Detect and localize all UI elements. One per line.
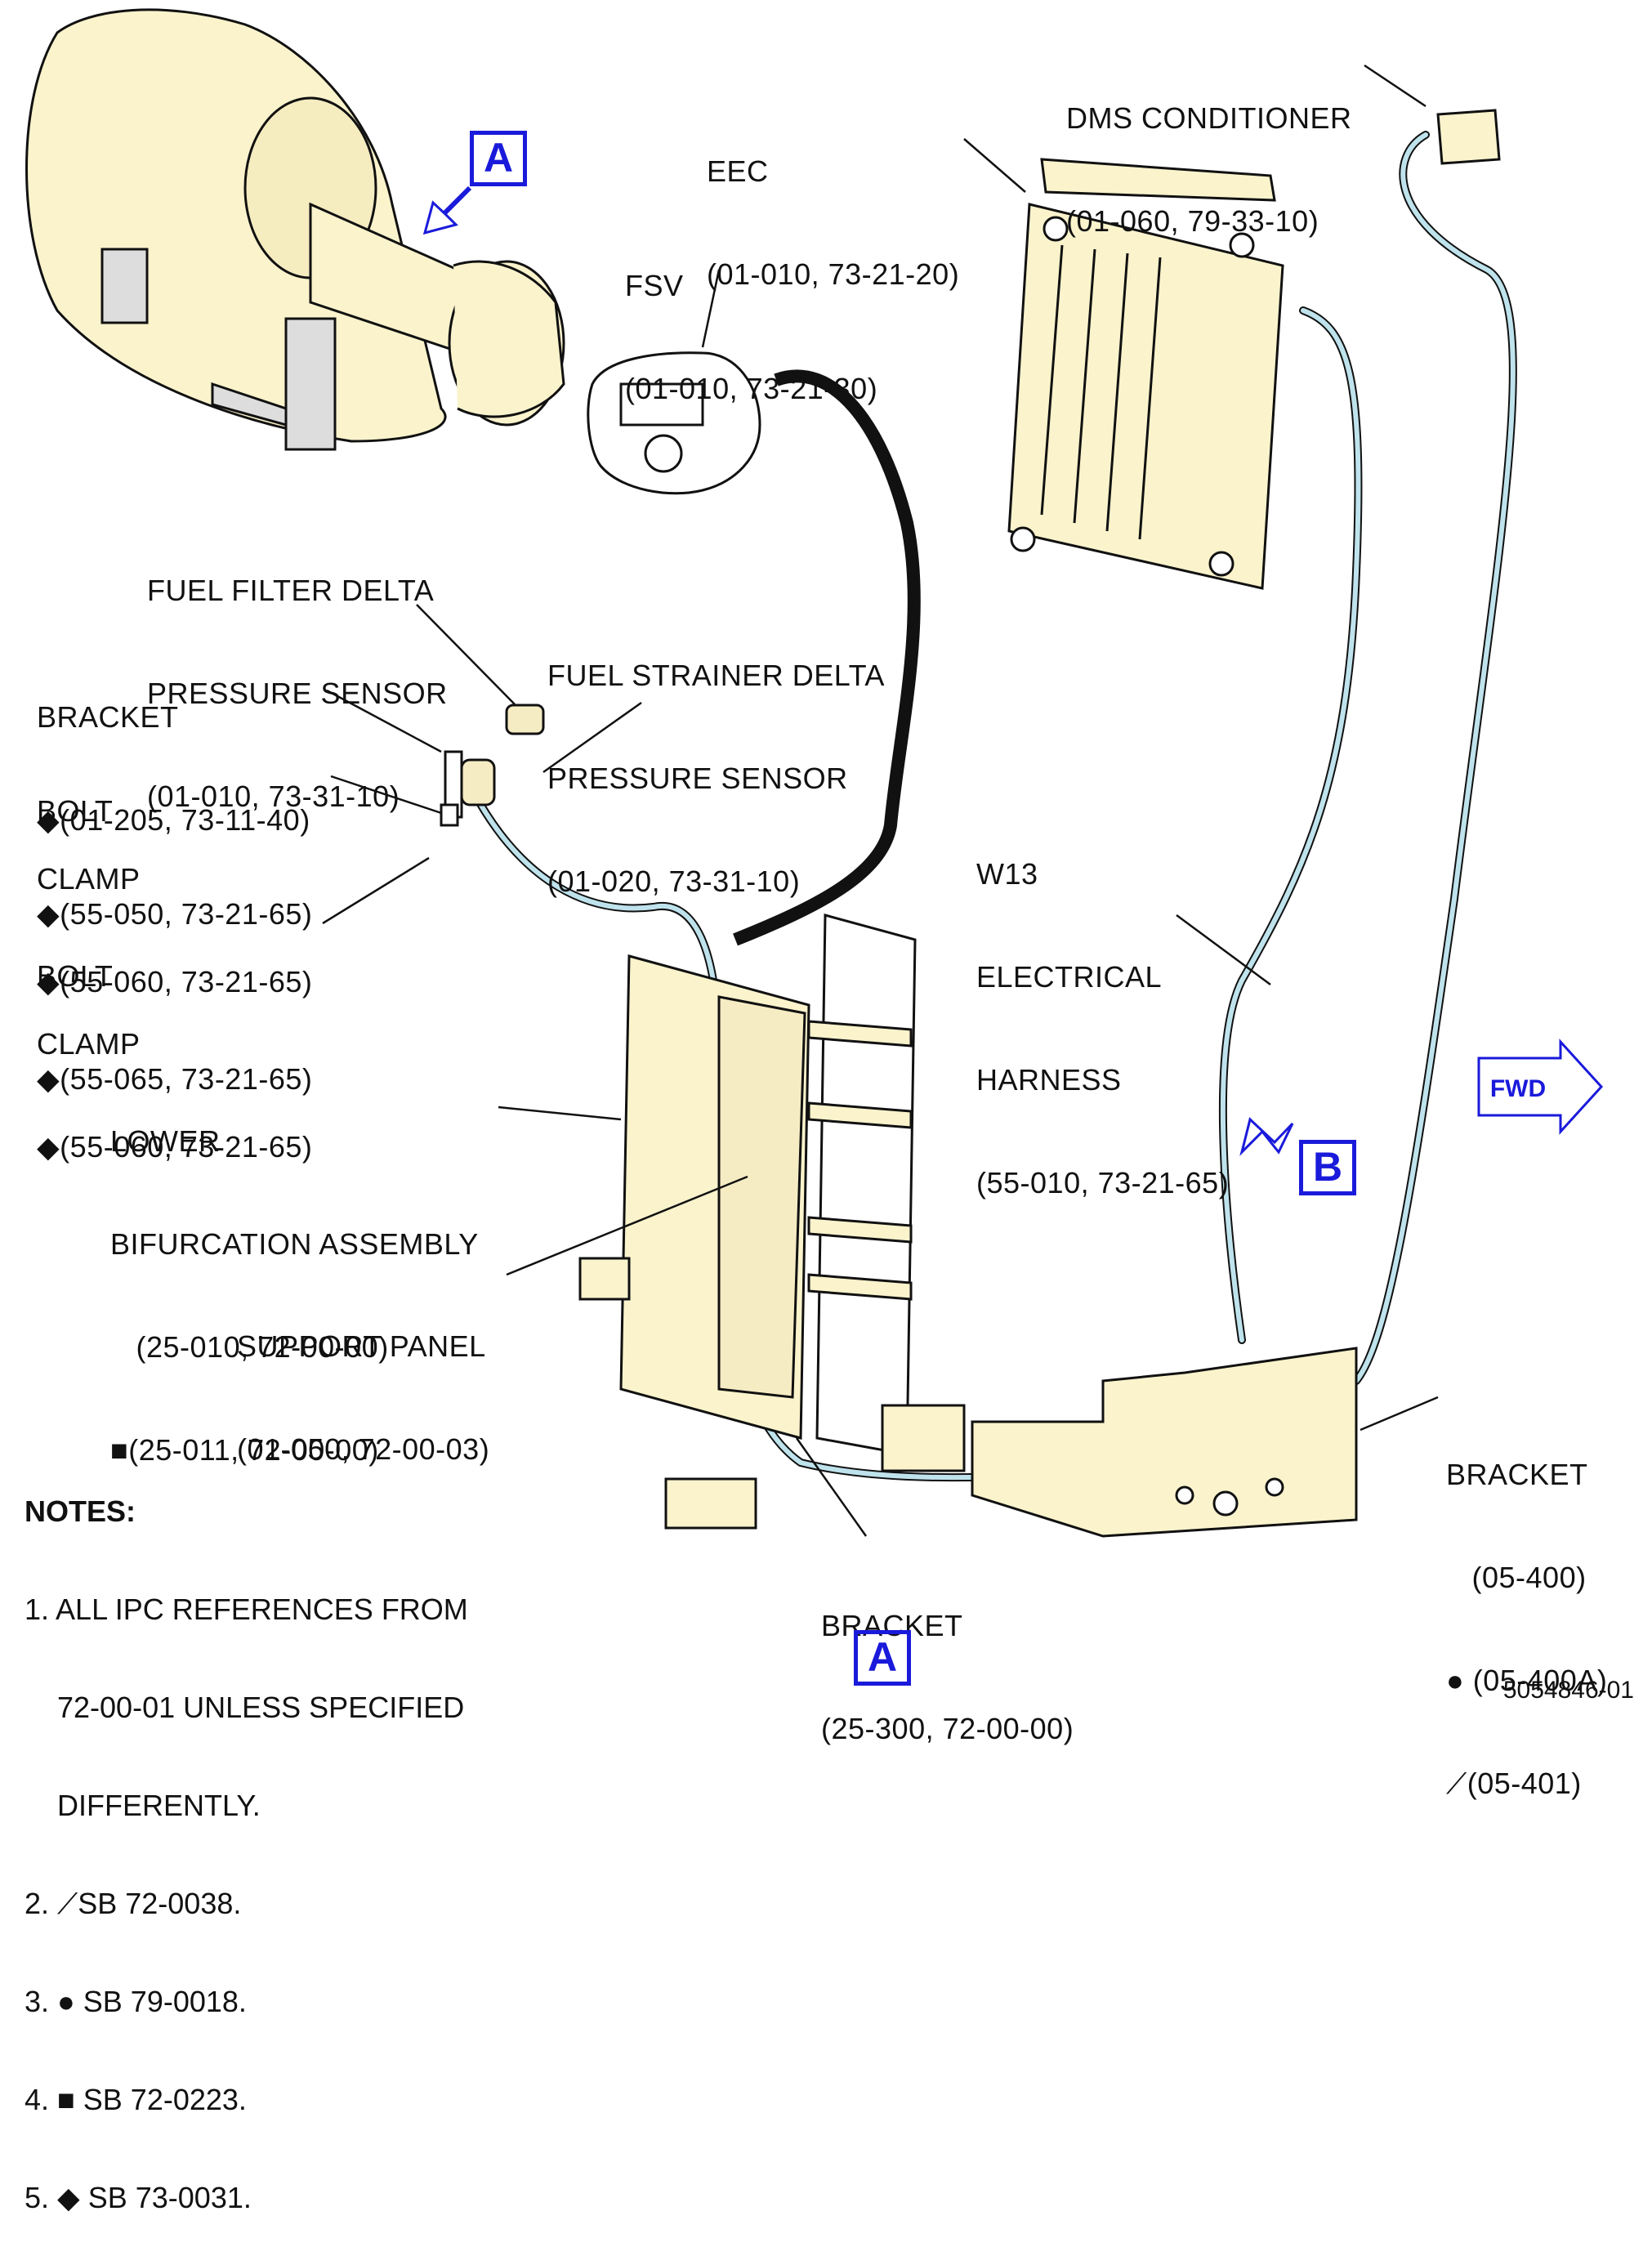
label-clamp-55-060-b: CLAMP ◆(55-060, 73-21-65): [37, 958, 312, 1199]
view-b-arrow: [1239, 1117, 1294, 1156]
dms-ref: (01-060, 79-33-10): [1066, 204, 1319, 238]
w13-line1: W13: [976, 857, 1038, 891]
diagram-canvas: FWD: [25, 8, 1604, 1538]
fuel-filter-ref: (01-010, 73-31-10): [147, 780, 400, 813]
label-fsv: FSV (01-010, 73-21-30): [625, 200, 877, 440]
label-bracket-01-205: BRACKET ◆(01-205, 73-11-40): [37, 632, 310, 872]
bracket-right-ref1: (05-400): [1446, 1561, 1587, 1594]
fuel-strainer-line2: PRESSURE SENSOR: [547, 762, 848, 795]
bracket-right-ref3: ⟋(05-401): [1446, 1767, 1582, 1800]
fuel-strainer-line1: FUEL STRAINER DELTA: [547, 659, 885, 692]
support-panel-title: SUPPORT PANEL: [237, 1329, 486, 1363]
bracket1-ref: ◆(01-205, 73-11-40): [37, 803, 310, 837]
view-b-box: B: [1299, 1140, 1356, 1195]
clamp2-ref: ◆(55-060, 73-21-65): [37, 1130, 313, 1164]
note-line: 3. ● SB 79-0018.: [25, 1985, 247, 2018]
document-id: 5054846-01: [1502, 1677, 1634, 1704]
lower-bif-line2: BIFURCATION ASSEMBLY: [110, 1227, 479, 1261]
bracket1-title: BRACKET: [37, 700, 179, 734]
fsv-ref: (01-010, 73-21-30): [625, 372, 878, 405]
right-bracket: [971, 1347, 1358, 1538]
label-bolt-55-065: BOLT ◆(55-065, 73-21-65): [37, 891, 312, 1131]
lower-bif-ref2: ■(25-011, 72-00-00): [110, 1433, 379, 1467]
engine-illustration: [25, 8, 565, 451]
lower-bif-ref1: (25-010, 72-00-00): [110, 1330, 389, 1364]
label-dms-conditioner: DMS CONDITIONER (01-060, 79-33-10): [1066, 33, 1352, 273]
note-line: DIFFERENTLY.: [25, 1789, 261, 1822]
bolt2-title: BOLT: [37, 959, 114, 993]
bracket-right-title: BRACKET: [1446, 1458, 1588, 1491]
label-eec: EEC (01-010, 73-21-20): [707, 86, 959, 326]
label-fuel-filter-sensor: FUEL FILTER DELTA PRESSURE SENSOR (01-01…: [147, 505, 448, 848]
fwd-label: FWD: [1490, 1075, 1546, 1102]
w13-line3: HARNESS: [976, 1063, 1122, 1097]
leader-lines: [322, 64, 1439, 1537]
eec-ref: (01-010, 73-21-20): [707, 257, 960, 291]
notes-block: NOTES: 1. ALL IPC REFERENCES FROM 72-00-…: [25, 1430, 468, 2247]
fsv-title: FSV: [625, 269, 684, 302]
dms-component: [1436, 109, 1501, 165]
bracket-bottom-title: BRACKET: [821, 1609, 963, 1642]
view-a-box-bottom: A: [854, 1630, 911, 1686]
bolt1-ref: ◆(55-050, 73-21-65): [37, 897, 313, 931]
lower-bif-line1: LOWER: [110, 1124, 221, 1158]
dms-title: DMS CONDITIONER: [1066, 101, 1352, 135]
clamp1-title: CLAMP: [37, 862, 141, 896]
fwd-arrow: FWD: [1477, 1039, 1604, 1135]
label-fuel-strainer-sensor: FUEL STRAINER DELTA PRESSURE SENSOR (01-…: [547, 590, 885, 933]
notes-title: NOTES:: [25, 1494, 136, 1528]
fuel-filter-line2: PRESSURE SENSOR: [147, 677, 448, 710]
bracket-bottom-ref: (25-300, 72-00-00): [821, 1712, 1074, 1745]
label-support-panel: SUPPORT PANEL (01-050, 72-00-03): [237, 1261, 489, 1501]
support-panel-ref: (01-050, 72-00-03): [237, 1432, 490, 1466]
sensor-cluster: [440, 704, 545, 827]
label-w13-harness: W13 ELECTRICAL HARNESS (55-010, 73-21-65…: [976, 788, 1229, 1235]
bolt2-ref: ◆(55-065, 73-21-65): [37, 1062, 313, 1096]
clamp1-ref: ◆(55-060, 73-21-65): [37, 965, 313, 998]
view-a-box-top: A: [470, 131, 527, 186]
fuel-filter-line1: FUEL FILTER DELTA: [147, 574, 435, 607]
w13-ref: (55-010, 73-21-65): [976, 1166, 1230, 1199]
w13-line2: ELECTRICAL: [976, 960, 1163, 994]
label-bolt-55-050: BOLT ◆(55-050, 73-21-65): [37, 726, 312, 966]
clamp2-title: CLAMP: [37, 1027, 141, 1061]
eec-title: EEC: [707, 154, 769, 188]
fsv-black-harness: [733, 369, 921, 946]
view-a-arrow-top: [422, 185, 472, 235]
label-bracket-05-400: BRACKET (05-400) ● (05-400A) ⟋(05-401): [1446, 1389, 1607, 1835]
note-line: 2. ⟋SB 72-0038.: [25, 1887, 242, 1920]
fuel-strainer-ref: (01-020, 73-31-10): [547, 864, 801, 898]
eec-component: [1007, 158, 1284, 590]
label-clamp-55-060-a: CLAMP ◆(55-060, 73-21-65): [37, 793, 312, 1034]
bolt1-title: BOLT: [37, 794, 114, 828]
fsv-component: [587, 351, 761, 495]
note-line: 72-00-01 UNLESS SPECIFIED: [25, 1691, 465, 1724]
note-line: 4. ■ SB 72-0223.: [25, 2083, 247, 2116]
note-line: 1. ALL IPC REFERENCES FROM: [25, 1593, 468, 1626]
note-line: 5. ◆ SB 73-0031.: [25, 2181, 252, 2214]
lower-bifurcation-assembly: [578, 914, 966, 1530]
label-lower-bifurcation: LOWER BIFURCATION ASSEMBLY (25-010, 72-0…: [110, 1056, 479, 1502]
bracket-right-ref2: ● (05-400A): [1446, 1664, 1608, 1697]
